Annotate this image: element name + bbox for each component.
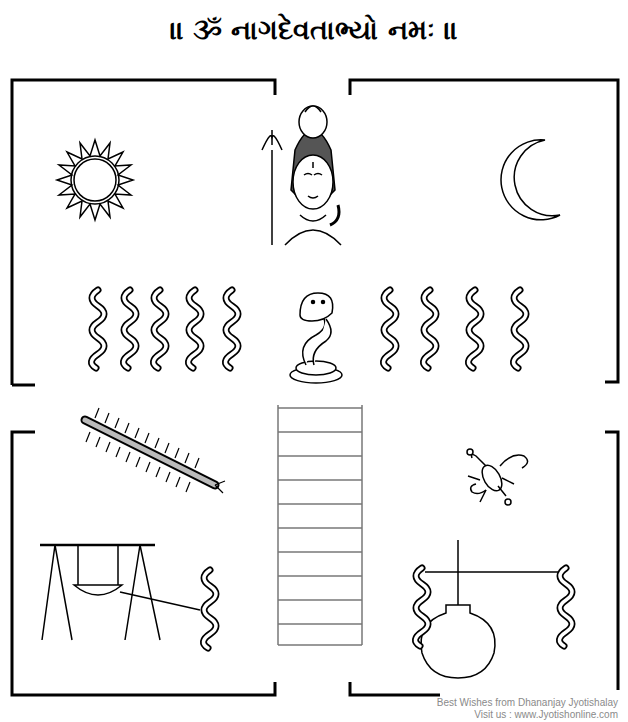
cobra	[290, 293, 342, 383]
sun	[57, 140, 133, 220]
wavy-snake	[203, 570, 216, 648]
centipede	[85, 408, 225, 493]
wavy-snake	[415, 568, 428, 646]
swing	[40, 545, 200, 640]
footer-note: Best Wishes from Dhananjay Jyotishalay	[435, 697, 620, 708]
wavy-snake	[559, 568, 572, 646]
title: ॥ ૐ નાગદેવતાભ્યો નમઃ ॥	[0, 14, 628, 46]
pot	[421, 540, 560, 678]
moon	[501, 140, 560, 220]
ladder	[278, 405, 362, 645]
footer-note: Visit us : www.Jyotishonline.com	[472, 709, 620, 720]
shiva-face	[262, 106, 341, 245]
wavy-snakes	[91, 290, 526, 368]
wall	[12, 80, 618, 695]
scorpion	[467, 449, 528, 505]
